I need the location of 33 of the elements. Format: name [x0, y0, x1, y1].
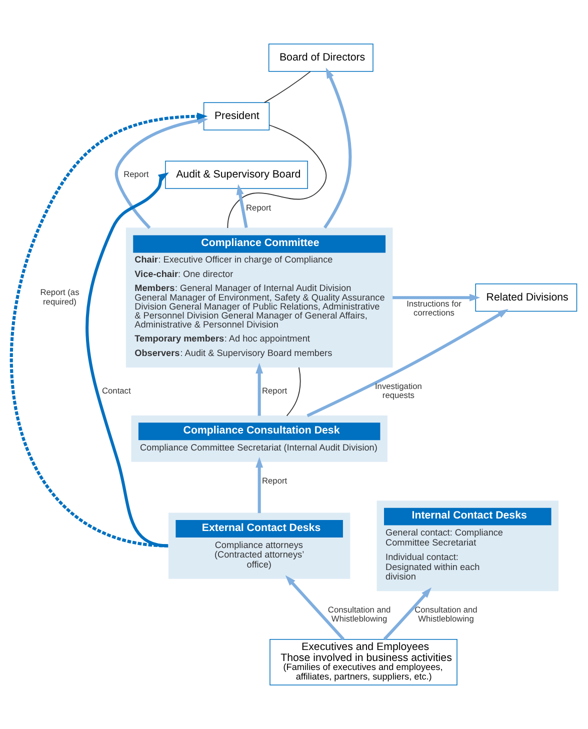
edge-label: Report: [262, 475, 288, 486]
edge-label: Contact: [102, 386, 131, 396]
edge-label: Consultation and Whistleblowing: [328, 604, 391, 624]
arrow: [10, 112, 208, 548]
connector: [227, 124, 327, 228]
node-box: Executives and Employees Those involved in business activities (Families of executives and employees, affiliates, partners, suppliers, etc.): [270, 638, 458, 686]
arrow: [392, 294, 480, 302]
node-box: External Contact Desks Compliance attorneys (Contracted attorneys’ office): [168, 512, 350, 579]
node-box: Audit & Supervisory Board: [165, 160, 308, 189]
arrow: [236, 184, 248, 228]
node-box: Internal Contact Desks General contact: Compliance Committee Secretariat Individual contact: Designated within each division: [376, 500, 558, 592]
node-box: Board of Directors: [268, 44, 374, 72]
edge-label: Report: [124, 168, 149, 179]
arrow: [114, 116, 208, 229]
edge-label: Consultation and Whistleblowing: [414, 604, 478, 624]
edge-label: Report: [246, 202, 272, 212]
arrow: [383, 587, 432, 640]
arrow: [285, 575, 345, 640]
connector: [264, 71, 311, 104]
edge-label: Report (as required): [40, 287, 80, 306]
arrow: [256, 362, 264, 416]
edge-label: Report: [262, 386, 288, 396]
node-box: Related Divisions: [475, 284, 578, 312]
arrow: [306, 309, 508, 418]
arrow: [86, 172, 169, 548]
arrow: [324, 68, 352, 229]
node-box: Compliance Consultation Desk Compliance Committee Secretariat (Internal Audit Division): [131, 415, 388, 462]
edge-label: Instructions for corrections: [406, 298, 462, 318]
edge-label: Investigation requests: [374, 381, 422, 400]
connector: [286, 366, 301, 416]
arrow: [256, 456, 264, 514]
node-box: President: [203, 102, 270, 130]
node-box: Compliance Committee Chair: Executive Officer in charge of Compliance Vice-chair: One director Members: General Manager of Internal Audit Division General Manager of Environment, Safety & Quality Assurance Division General Manager of Public Relations, Administrative & Personnel Division General Manager of General Affairs, Administrative & Personnel Division Temporary members: Ad hoc appointment Observers: Audit & Supervisory Board members: [126, 228, 393, 368]
